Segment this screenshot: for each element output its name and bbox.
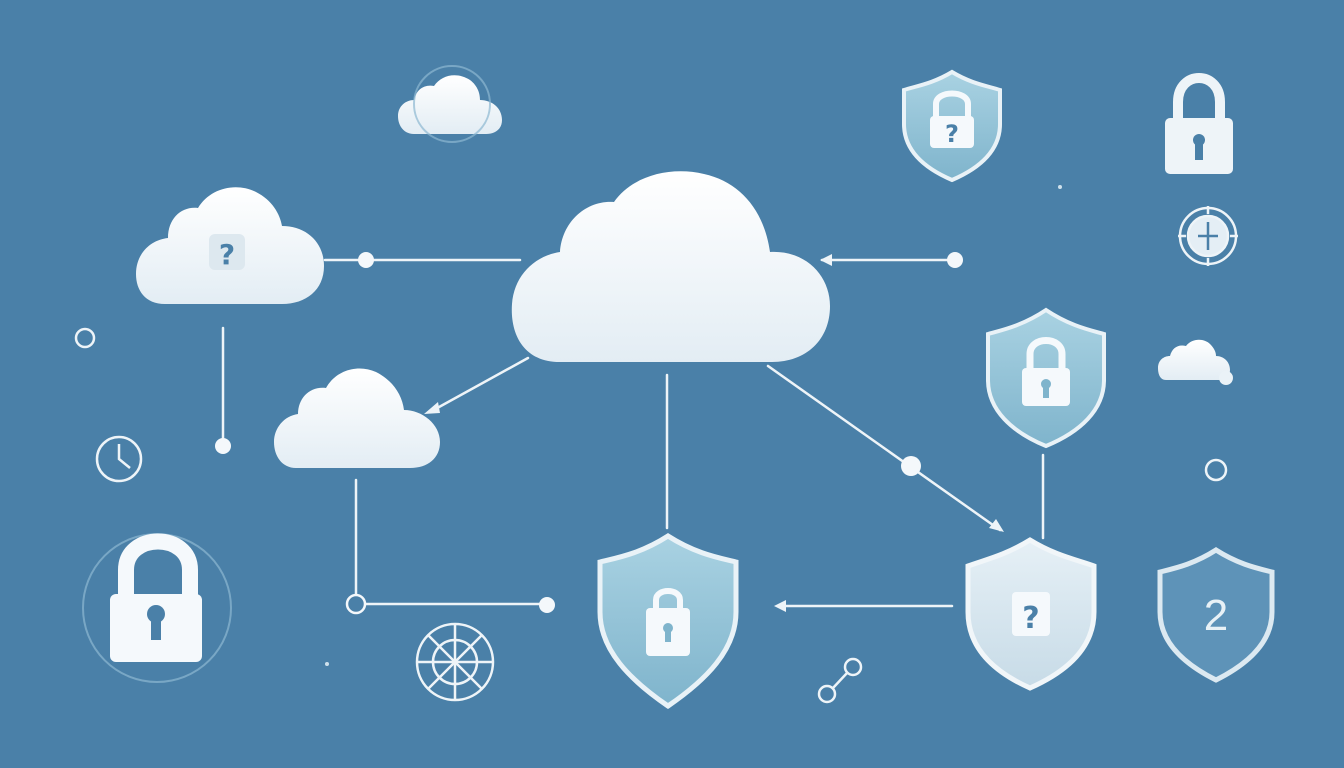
shield-question-icon: ? [965, 537, 1097, 691]
shield-question-icon: ? [902, 69, 1002, 183]
padlock-icon [82, 533, 232, 683]
hollow-ring [74, 327, 96, 349]
node-icon [817, 657, 863, 704]
sparkle-dot [325, 662, 329, 666]
left-cloud-question-mark: ? [219, 238, 235, 271]
shield-lock-icon [986, 307, 1106, 449]
shield-top-question-mark: ? [945, 120, 959, 148]
node-dot [358, 252, 374, 268]
hollow-ring [1204, 458, 1228, 482]
arrow-head-bottom [774, 600, 786, 612]
top-cloud-ring [413, 65, 491, 143]
top-cloud [398, 75, 502, 134]
connector-main-diagonal [766, 364, 1002, 532]
node-dots [215, 252, 963, 613]
node-ring [345, 593, 367, 615]
node-dot [901, 456, 921, 476]
connector-main-to-small-cloud [428, 356, 530, 414]
node-dot [215, 438, 231, 454]
node-dot [947, 252, 963, 268]
shield-number-label: 2 [1204, 591, 1228, 640]
shield-right-question-mark: ? [1022, 601, 1039, 636]
shield-number-icon: 2 [1157, 547, 1275, 683]
middle-cloud [274, 368, 440, 468]
right-cloud-node [1219, 371, 1233, 385]
padlock-icon [1165, 73, 1233, 174]
sparkle-dot [1058, 185, 1062, 189]
node-dot [539, 597, 555, 613]
left-cloud-question-badge: ? [209, 234, 245, 271]
arrow-head-shield [989, 519, 1004, 532]
arrow-head-right-line [820, 254, 832, 266]
shield-lock-icon [597, 533, 739, 710]
arrow-heads [424, 254, 1004, 612]
target-icon [1178, 206, 1238, 266]
right-cloud [1158, 339, 1230, 380]
clock-icon [95, 435, 143, 483]
main-cloud [511, 171, 830, 362]
connector-lines [221, 258, 1045, 608]
globe-icon [415, 622, 495, 702]
arrow-head-small-cloud [424, 402, 440, 414]
